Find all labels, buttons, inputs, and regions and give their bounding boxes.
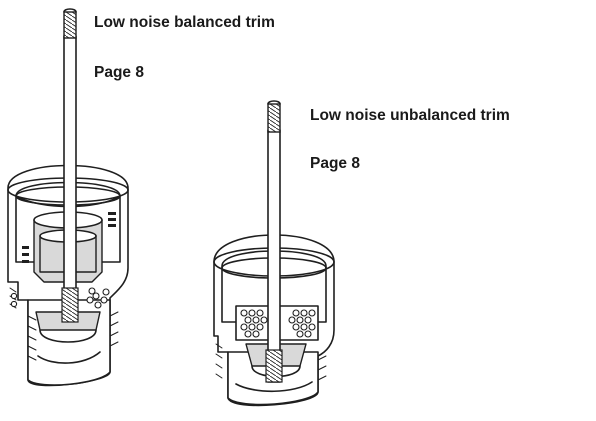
cage-holes [240, 309, 316, 338]
unbalanced-trim-page-link[interactable]: Page 8 [310, 155, 360, 172]
balanced-trim-page-link[interactable]: Page 8 [94, 64, 144, 81]
balanced-trim-drawing [7, 8, 129, 387]
unbalanced-trim-title: Low noise unbalanced trim [310, 107, 510, 124]
balanced-trim-title: Low noise balanced trim [94, 14, 275, 31]
unbalanced-trim-drawing [213, 100, 335, 407]
